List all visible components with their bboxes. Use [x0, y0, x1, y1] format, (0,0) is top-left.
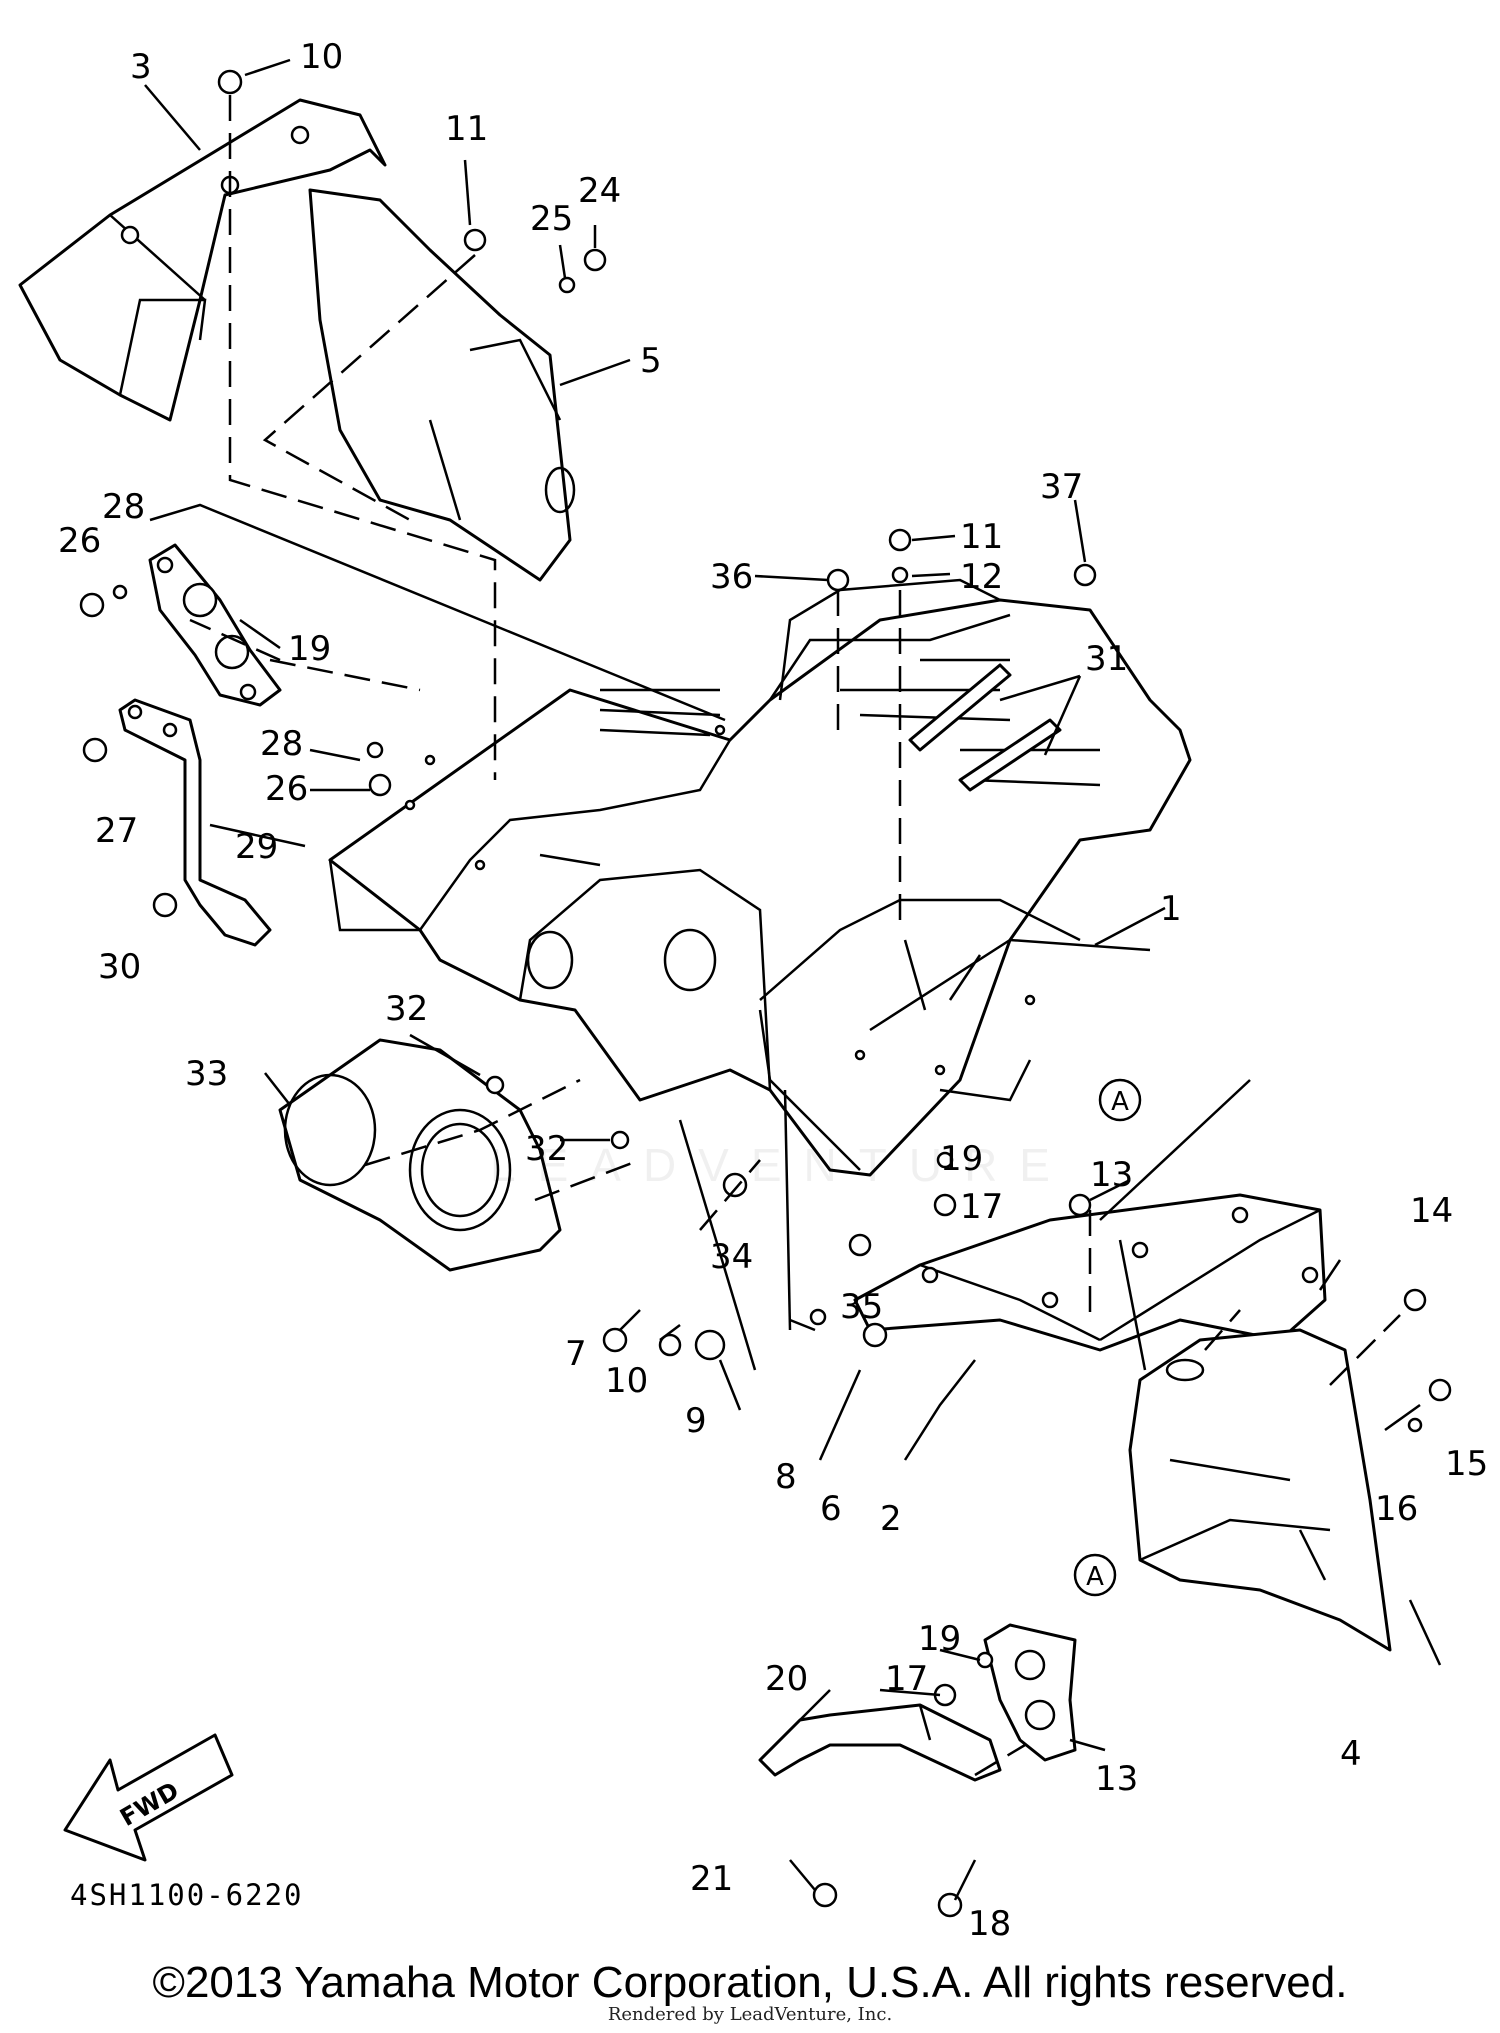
callout-label: 20	[765, 1659, 808, 1699]
front-top-cover	[18, 98, 387, 422]
callout-label: 9	[685, 1401, 707, 1441]
copyright-notice: ©2013 Yamaha Motor Corporation, U.S.A. A…	[152, 1958, 1348, 2007]
callout-label: 1	[1160, 889, 1182, 929]
bracket-20	[758, 1703, 1002, 1782]
callout-label: 2	[880, 1499, 902, 1539]
callout-label: 19	[940, 1139, 983, 1179]
detail-marker-a-bottom-label: A	[1086, 1562, 1104, 1592]
callout-label: 26	[58, 521, 101, 561]
headlight-housing	[278, 1038, 562, 1272]
callout-label: 21	[690, 1859, 733, 1899]
rear-inner-panel	[1128, 1328, 1392, 1652]
callout-label: 27	[95, 811, 138, 851]
callout-label: 35	[840, 1287, 883, 1327]
callout-label: 37	[1040, 467, 1083, 507]
callout-label: 10	[300, 37, 343, 77]
callout-label: 16	[1375, 1489, 1418, 1529]
callout-labels: 3 10 11 24 25 5 26 28 19 28 26 27 29 30 …	[58, 37, 1488, 1944]
reference-code: 4SH1100-6220	[70, 1878, 304, 1912]
callout-label: 26	[265, 769, 308, 809]
callout-label: 28	[260, 724, 303, 764]
callout-label: 12	[960, 557, 1003, 597]
callout-label: 17	[960, 1187, 1003, 1227]
front-inner-panel	[308, 188, 576, 582]
leader-lines	[144, 58, 1442, 1901]
callout-label: 17	[885, 1659, 928, 1699]
detail-marker-a-bottom: A	[1073, 1553, 1117, 1597]
detail-marker-a-top: A	[1098, 1078, 1142, 1122]
callout-label: 8	[775, 1457, 797, 1497]
callout-label: 11	[445, 109, 488, 149]
detail-marker-a-top-label: A	[1111, 1087, 1129, 1117]
fwd-arrow: FWD	[63, 1733, 234, 1862]
callout-label: 33	[185, 1054, 228, 1094]
callout-label: 5	[640, 341, 662, 381]
callout-label: 19	[918, 1619, 961, 1659]
callout-label: 19	[288, 629, 331, 669]
rendered-by-notice: Rendered by LeadVenture, Inc.	[607, 2004, 893, 2025]
callout-label: 28	[102, 487, 145, 527]
callout-label: 32	[525, 1129, 568, 1169]
callout-label: 11	[960, 517, 1003, 557]
callout-label: 29	[235, 827, 278, 867]
alignment-lines	[149, 95, 1401, 1777]
callout-label: 13	[1090, 1155, 1133, 1195]
trim-strips-31	[908, 663, 1062, 792]
callout-label: 15	[1445, 1444, 1488, 1484]
callout-label: 31	[1085, 639, 1128, 679]
callout-label: 10	[605, 1361, 648, 1401]
callout-label: 30	[98, 947, 141, 987]
stay-plate-22	[148, 543, 282, 707]
callout-label: 24	[578, 171, 621, 211]
watermark-text: LEADVENTURE	[490, 1139, 1072, 1191]
callout-label: 25	[530, 199, 573, 239]
callout-label: 18	[968, 1904, 1011, 1944]
callout-label: 7	[565, 1334, 587, 1374]
callout-label: 13	[1095, 1759, 1138, 1799]
callout-label: 3	[130, 47, 152, 87]
callout-label: 32	[385, 989, 428, 1029]
callout-label: 6	[820, 1489, 842, 1529]
callout-label: 36	[710, 557, 753, 597]
callout-label: 4	[1340, 1734, 1362, 1774]
callout-label: 34	[710, 1237, 753, 1277]
hardware	[79, 69, 1452, 1918]
callout-label: 14	[1410, 1191, 1453, 1231]
stay-plate-13	[983, 1623, 1077, 1762]
bracket-29	[118, 698, 272, 947]
